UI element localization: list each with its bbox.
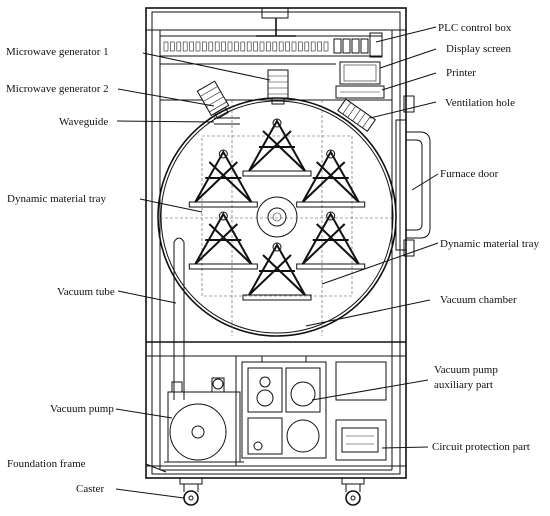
label-dynamic-material-tray-right: Dynamic material tray <box>440 238 539 250</box>
label-printer: Printer <box>446 67 476 79</box>
label-vacuum-pump-auxiliary-part-line2: auxiliary part <box>434 379 493 391</box>
dynamic-material-trays <box>188 118 366 301</box>
label-microwave-generator-1: Microwave generator 1 <box>6 46 109 58</box>
plc-module <box>208 41 214 52</box>
plc-module <box>266 41 271 52</box>
dynamic-material-tray <box>188 149 258 208</box>
label-vacuum-pump: Vacuum pump <box>50 403 114 415</box>
ventilation-hole <box>337 98 377 132</box>
plc-module <box>176 41 182 52</box>
label-vacuum-tube: Vacuum tube <box>57 286 115 298</box>
plc-module <box>259 41 265 52</box>
microwave-generator-1 <box>267 69 289 105</box>
label-microwave-generator-2: Microwave generator 2 <box>6 83 109 95</box>
plc-module <box>304 41 310 52</box>
dynamic-material-tray <box>242 118 312 177</box>
printer <box>335 85 385 99</box>
label-caster: Caster <box>76 483 104 495</box>
plc-module <box>202 41 207 52</box>
plc-module <box>189 41 194 52</box>
plc-module <box>170 41 175 52</box>
plc-breaker <box>351 38 360 54</box>
vacuum-tube <box>173 237 185 400</box>
dynamic-material-tray <box>242 242 312 301</box>
plc-module <box>240 41 246 52</box>
plc-module <box>323 41 329 52</box>
vacuum-pump <box>164 377 244 463</box>
dynamic-material-tray <box>188 211 258 270</box>
dynamic-material-tray <box>296 211 366 270</box>
lower-cabinet <box>146 341 406 471</box>
label-plc-control-box: PLC control box <box>438 22 512 34</box>
label-waveguide: Waveguide <box>59 116 108 128</box>
plc-module <box>163 41 169 52</box>
plc-module <box>234 41 239 52</box>
plc-breaker <box>333 38 342 54</box>
microwave-generator-2 <box>196 80 230 120</box>
plc-control-box <box>159 32 383 58</box>
plc-module <box>227 41 233 52</box>
display-screen <box>339 61 381 85</box>
leader-lines <box>115 26 439 499</box>
plc-module <box>310 41 316 52</box>
label-furnace-door: Furnace door <box>440 168 499 180</box>
caster-left <box>179 477 203 506</box>
circuit-protection-part <box>335 361 387 461</box>
label-foundation-frame: Foundation frame <box>7 458 86 470</box>
vacuum-pump-auxiliary-part <box>241 356 327 459</box>
plc-module <box>317 41 322 52</box>
plc-module <box>285 41 290 52</box>
plc-breaker <box>342 38 351 54</box>
furnace-door <box>395 95 431 257</box>
plc-module <box>214 41 220 52</box>
plc-module <box>278 41 284 52</box>
dynamic-material-tray <box>296 149 366 208</box>
plc-module <box>195 41 201 52</box>
plc-module <box>246 41 252 52</box>
caster-right <box>341 477 365 506</box>
plc-module <box>221 41 226 52</box>
plc-module <box>291 41 297 52</box>
plc-module <box>253 41 258 52</box>
plc-breaker <box>360 38 369 54</box>
label-circuit-protection-part: Circuit protection part <box>432 441 530 453</box>
plc-module <box>182 41 188 52</box>
waveguide <box>214 117 240 125</box>
label-ventilation-hole: Ventilation hole <box>445 97 515 109</box>
plc-module <box>298 41 303 52</box>
label-vacuum-pump-auxiliary-part-line1: Vacuum pump <box>434 364 498 376</box>
label-display-screen: Display screen <box>446 43 512 55</box>
label-vacuum-chamber: Vacuum chamber <box>440 294 517 306</box>
label-dynamic-material-tray-left: Dynamic material tray <box>7 193 106 205</box>
plc-module <box>272 41 278 52</box>
